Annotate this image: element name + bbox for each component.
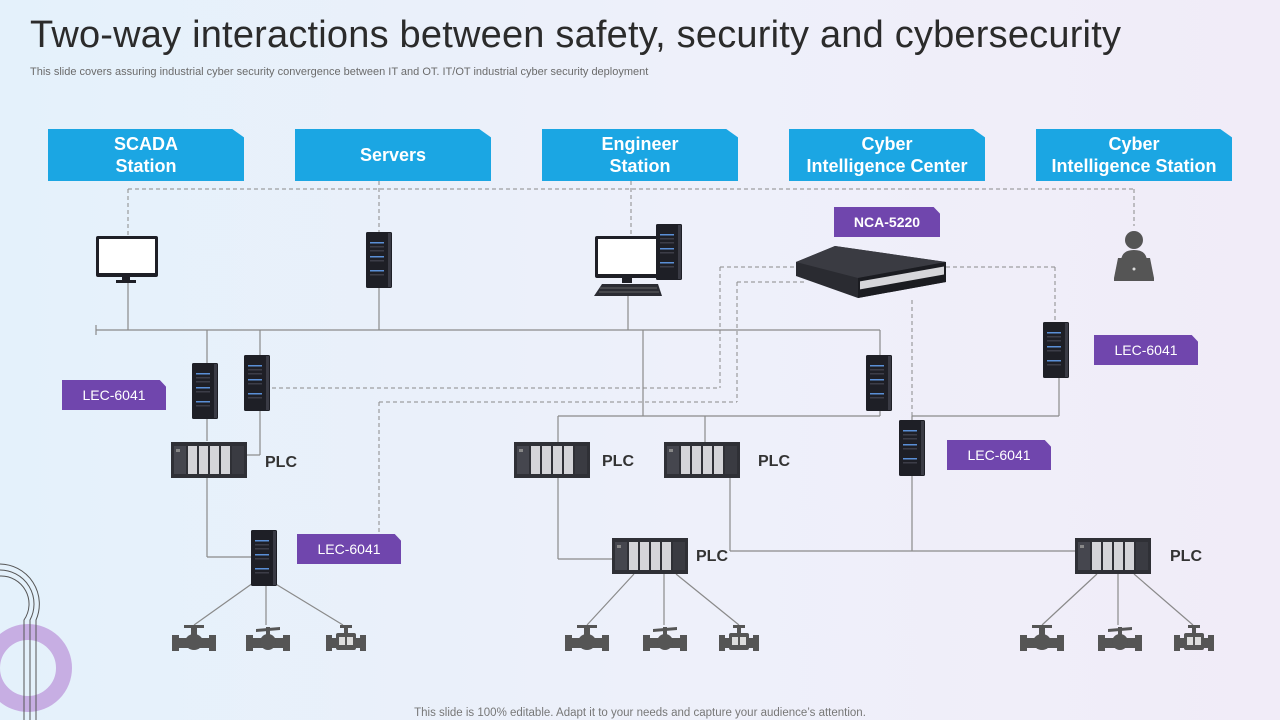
valve-icon (326, 625, 366, 651)
switch-dashed-links (272, 266, 1056, 548)
server-tower-icon (899, 420, 925, 476)
lec-6041-tag: LEC-6041 (297, 534, 401, 564)
header-label: Cyber Intelligence Station (1051, 134, 1217, 176)
workstation-icon (594, 224, 682, 296)
valve-icon (719, 625, 759, 651)
lec-6041-tag: LEC-6041 (1094, 335, 1198, 365)
footer-note: This slide is 100% editable. Adapt it to… (414, 707, 866, 719)
valve-icon (246, 627, 290, 651)
plc-label: PLC (602, 453, 634, 470)
valve-icon (1174, 625, 1214, 651)
server-tower-icon (251, 530, 277, 586)
server-tower-icon (244, 355, 270, 411)
network-switch-icon (796, 246, 946, 298)
lec-6041-tag: LEC-6041 (62, 380, 166, 410)
decorative-rings (0, 563, 72, 720)
server-tower-icon (366, 232, 392, 288)
header-label: SCADA Station (113, 134, 178, 176)
header-cyber-intelligence-center: Cyber Intelligence Center (789, 129, 985, 181)
right-cluster-wiring (911, 376, 1194, 626)
server-tower-icon (866, 355, 892, 411)
plc-label: PLC (1170, 548, 1202, 565)
left-cluster-wiring (193, 409, 344, 626)
valve-icon (1098, 627, 1142, 651)
plc-unit-icon (514, 442, 590, 478)
page-title: Two-way interactions between safety, sec… (30, 14, 1122, 56)
nca-5220-tag: NCA-5220 (834, 207, 940, 237)
plc-label: PLC (265, 454, 297, 471)
lec-6041-tag: LEC-6041 (947, 440, 1051, 470)
header-cyber-intelligence-station: Cyber Intelligence Station (1036, 129, 1232, 181)
plc-label: PLC (696, 548, 728, 565)
header-label: Cyber Intelligence Center (806, 134, 968, 176)
header-dashed-links (127, 181, 1135, 236)
header-engineer-station: Engineer Station (542, 129, 738, 181)
valve-icon (643, 627, 687, 651)
header-label: Engineer Station (601, 134, 679, 176)
valve-icon (565, 625, 609, 651)
middle-cluster-wiring (557, 330, 1076, 626)
page-subtitle: This slide covers assuring industrial cy… (30, 66, 649, 78)
plc-unit-icon (664, 442, 740, 478)
main-bus (95, 282, 881, 363)
plc-unit-icon (171, 442, 247, 478)
valve-icon (1020, 625, 1064, 651)
server-tower-icon (192, 363, 218, 419)
header-scada-station: SCADA Station (48, 129, 244, 181)
plc-label: PLC (758, 453, 790, 470)
header-servers: Servers (295, 129, 491, 181)
header-label: Servers (359, 145, 427, 165)
plc-unit-icon (1075, 538, 1151, 574)
server-tower-icon (1043, 322, 1069, 378)
plc-unit-icon (612, 538, 688, 574)
monitor-icon (96, 236, 158, 283)
valve-icon (172, 625, 216, 651)
user-laptop-icon (1114, 231, 1154, 281)
